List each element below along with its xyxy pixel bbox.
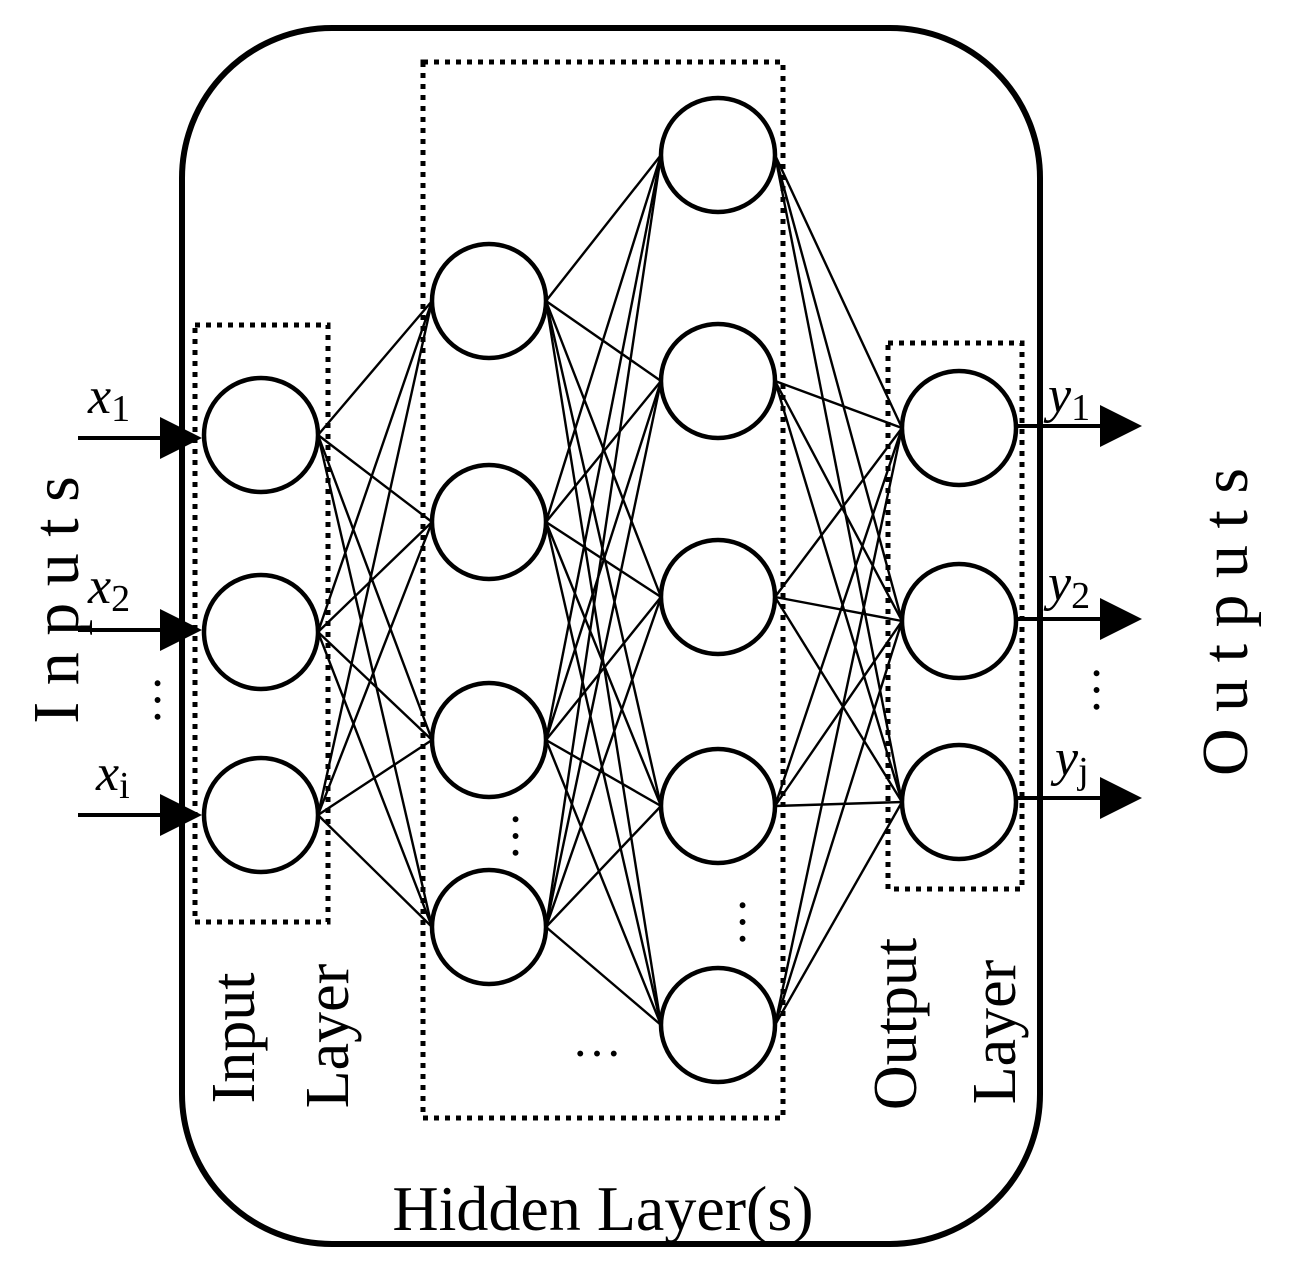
connection-edge [544,300,663,807]
connection-edge [773,427,904,1026]
connection-edge [316,300,434,816]
connection-edge [317,521,433,633]
output-arrowhead [1100,405,1142,447]
input-label-x2: x2 [87,558,130,620]
input-label-x1: x1 [87,368,130,430]
connection-edge [773,380,904,622]
connection-edge [317,814,433,928]
input-node [201,572,321,692]
connection-edge [544,154,663,928]
input-layer-label-line1: Input [200,973,268,1104]
connection-edge [544,380,663,741]
connection-edge [545,926,662,1026]
hidden2-ellipsis: … [700,897,756,947]
input-layer-label-line2: Layer [294,963,362,1108]
hidden-layers-ellipsis: … [572,1011,622,1067]
hidden1-node [429,462,549,582]
connection-edge [773,380,904,803]
output-label-yj: yj [1050,730,1089,792]
input-node [201,755,321,875]
output-layer-label-line2: Layer [961,959,1029,1104]
connection-edge [774,800,903,808]
connection-edge [774,595,903,623]
connection-edge [316,300,434,633]
hidden2-node [658,746,778,866]
input-node [201,375,321,495]
connection-edge [544,596,663,928]
output-node [899,742,1019,862]
hidden1-node [429,867,549,987]
hidden-layers-box [420,59,786,1121]
neurons [201,95,1019,1085]
connection-edge [316,521,434,816]
hidden1-node [429,680,549,800]
connection-edge [545,596,662,741]
output-node [899,561,1019,681]
connection-edge [773,620,904,1026]
hidden2-node [658,537,778,657]
connection-edge [773,154,904,429]
hidden2-node [658,965,778,1085]
connection-edge [544,521,663,807]
input-arrowhead [160,794,202,836]
input-arrowhead [160,609,202,651]
output-layer-box [885,340,1025,892]
input-arrows [78,417,202,836]
output-label-y2: y2 [1043,555,1090,617]
connection-edge [774,379,903,430]
output-node [899,368,1019,488]
connection-edge [545,154,662,302]
connection-edge [544,380,663,928]
output-label-y1: y1 [1043,367,1090,429]
connection-edge [317,300,433,436]
output-layer-label-line1: Output [862,938,930,1110]
connection-edge [773,427,904,807]
connection-edge [773,154,904,803]
connection-edge [316,434,434,928]
connection-edge [544,154,663,523]
outputs-side-label: O u t p u t s [1189,468,1262,776]
connection-edge [317,631,433,741]
hidden-layers-label: Hidden Layer(s) [392,1173,813,1244]
connection-edge [545,738,662,808]
input-label-xi: xi [95,745,130,807]
connection-edge [544,154,663,741]
hidden2-node [658,95,778,215]
input-arrowhead [160,417,202,459]
output-arrowhead [1100,598,1142,640]
connection-edge [773,801,904,1026]
connection-edge [545,805,662,928]
output-arrows [1017,405,1142,819]
connection-edge [544,739,663,1026]
inputs-side-label: I n p u t s [20,476,93,724]
input-ellipsis: … [115,675,171,725]
connection-edge [317,738,433,817]
connection-edge [317,434,433,523]
hidden1-node [429,241,549,361]
connection-edge [316,631,434,928]
connection-edge [774,620,903,807]
hidden1-ellipsis: … [473,811,529,861]
output-arrowhead [1100,777,1142,819]
connections [316,154,904,1026]
output-ellipsis: … [1054,665,1110,715]
connection-edge [316,434,434,741]
connection-edge [773,154,904,622]
connection-edge [774,427,903,598]
hidden2-node [658,321,778,441]
connection-edge [773,596,904,803]
